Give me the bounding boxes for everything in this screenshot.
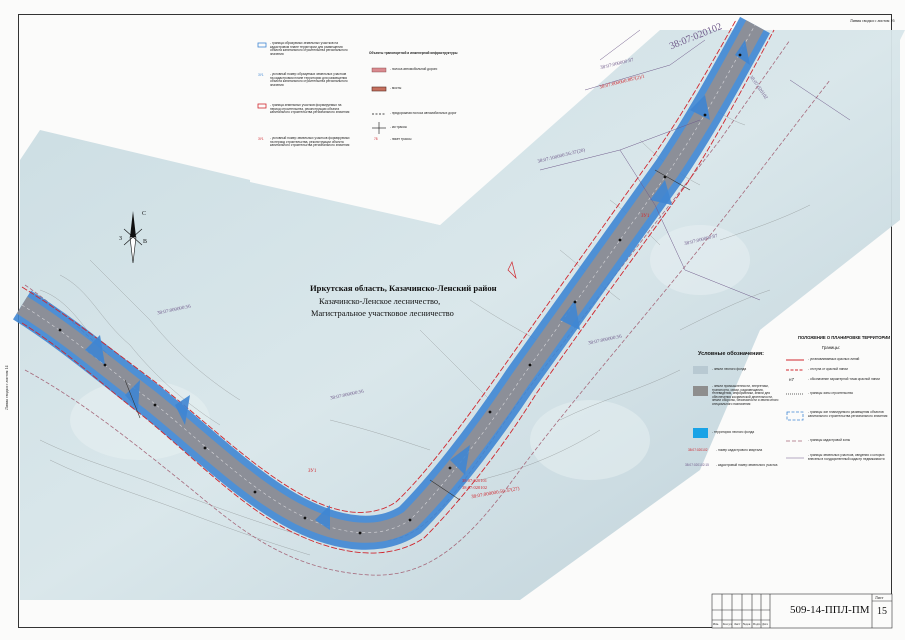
border-note-left: Линия сводки с листом 14 xyxy=(4,365,9,410)
conventions-item: - земли лесного фонда xyxy=(712,367,747,371)
conventions-symbol: 38:07:020102:15 xyxy=(685,463,709,467)
planning-subtitle: Границы: xyxy=(822,345,840,350)
conventions-symbol: 38:07:020102 xyxy=(688,448,708,452)
top-legend-item: - граница образуемых земельных участков … xyxy=(270,41,348,56)
top-legend-symbols xyxy=(257,42,387,134)
sheet-number: 15 xyxy=(877,606,887,617)
top-legend-item: - км трассы xyxy=(390,125,407,129)
top-legend-symbol: ЗУ1 xyxy=(258,73,264,77)
planning-title: ПОЛОЖЕНИЕ О ПЛАНИРОВКЕ ТЕРРИТОРИИ xyxy=(798,335,891,340)
legend-background xyxy=(250,25,660,225)
top-legend-title: Объекты транспортной и инженерной инфрас… xyxy=(369,51,458,55)
red-line-left xyxy=(21,19,737,513)
title-block xyxy=(711,593,893,629)
stamp-column: Подп. xyxy=(753,622,761,626)
road-lane-lines xyxy=(21,24,756,534)
parcel-boundaries xyxy=(539,29,851,301)
km-ticks xyxy=(124,169,691,501)
district-forestry-name: Магистральное участковое лесничество xyxy=(311,309,454,318)
svg-text:В: В xyxy=(143,239,147,245)
top-legend-item: - условный номер образуемых земельных уч… xyxy=(270,72,348,87)
red-line-right xyxy=(21,29,775,554)
svg-text:З: З xyxy=(119,236,122,242)
sheet-label: Лист xyxy=(875,595,884,600)
planning-item: - границы земельных участков, сведения о… xyxy=(808,453,885,461)
top-legend-item: - пикет трассы xyxy=(390,137,412,141)
planning-item: - границы зон планируемого размещения об… xyxy=(808,410,888,418)
border-note-top: Линия сводки с листом 16 xyxy=(850,18,895,23)
conventions-item: - территория лесного фонда xyxy=(712,430,755,434)
zone-border-inner xyxy=(24,79,831,576)
planning-item: - отступа от красной линии xyxy=(808,367,848,371)
bridge-marker xyxy=(507,260,517,280)
parcel-lower-small-a: 38:07:020101 xyxy=(462,478,488,483)
planning-item: - границы зоны строительства xyxy=(808,391,853,395)
zu-label-upper: ЗУ1 xyxy=(641,214,650,219)
stamp-column: Дата xyxy=(762,622,768,626)
planning-symbols xyxy=(786,359,804,459)
top-legend-symbol: ЗУ1 xyxy=(258,137,264,141)
top-legend-item: - граница земельных участков формируемых… xyxy=(270,103,350,115)
forest-patch xyxy=(530,400,650,480)
top-legend-item: - условный номер земельных участков форм… xyxy=(270,136,350,148)
top-legend-symbol: 78 xyxy=(374,137,378,141)
conventions-symbols xyxy=(693,366,708,438)
stamp-column: №док xyxy=(743,622,751,626)
top-legend-item: - полоса автомобильной дороги xyxy=(390,67,438,71)
top-legend-item: - мосты xyxy=(390,86,402,90)
conventions-item: - кадастровый номер земельного участка xyxy=(716,463,778,467)
conventions-item: - номер кадастрового квартала xyxy=(716,448,763,452)
planning-point-symbol: н7 xyxy=(789,377,794,382)
planning-item: - устанавливаемых красных линий xyxy=(808,357,860,361)
road-widenings xyxy=(85,40,750,530)
parcel-lower-small-b: 38:07:020102 xyxy=(462,485,488,490)
stamp-column: Кол.уч xyxy=(723,622,732,626)
zu-label-lower: ЗУ1 xyxy=(308,469,317,474)
forest-patch xyxy=(650,225,750,295)
stamp-column: Изм. xyxy=(713,622,719,626)
forestry-name: Казачинско-Ленское лесничество, xyxy=(319,297,441,306)
conventions-title: Условные обозначения: xyxy=(698,351,764,357)
conventions-item: - земли промышленности, энергетики, тран… xyxy=(712,384,779,406)
region-title: Иркутская область, Казачинско-Ленский ра… xyxy=(310,283,497,293)
planning-item: - обозначение характерной точки красной … xyxy=(808,377,880,381)
top-legend-item: - придорожная полоса автомобильных дорог xyxy=(390,111,457,115)
document-code: 509-14-ППЛ-ПМ xyxy=(790,604,870,616)
piquet-markers xyxy=(58,53,742,535)
planning-item: - границы кадастровой зоны xyxy=(808,438,851,442)
stamp-column: Лист xyxy=(734,622,741,626)
north-arrow-icon: С З В xyxy=(119,211,147,264)
svg-text:С: С xyxy=(142,211,146,217)
